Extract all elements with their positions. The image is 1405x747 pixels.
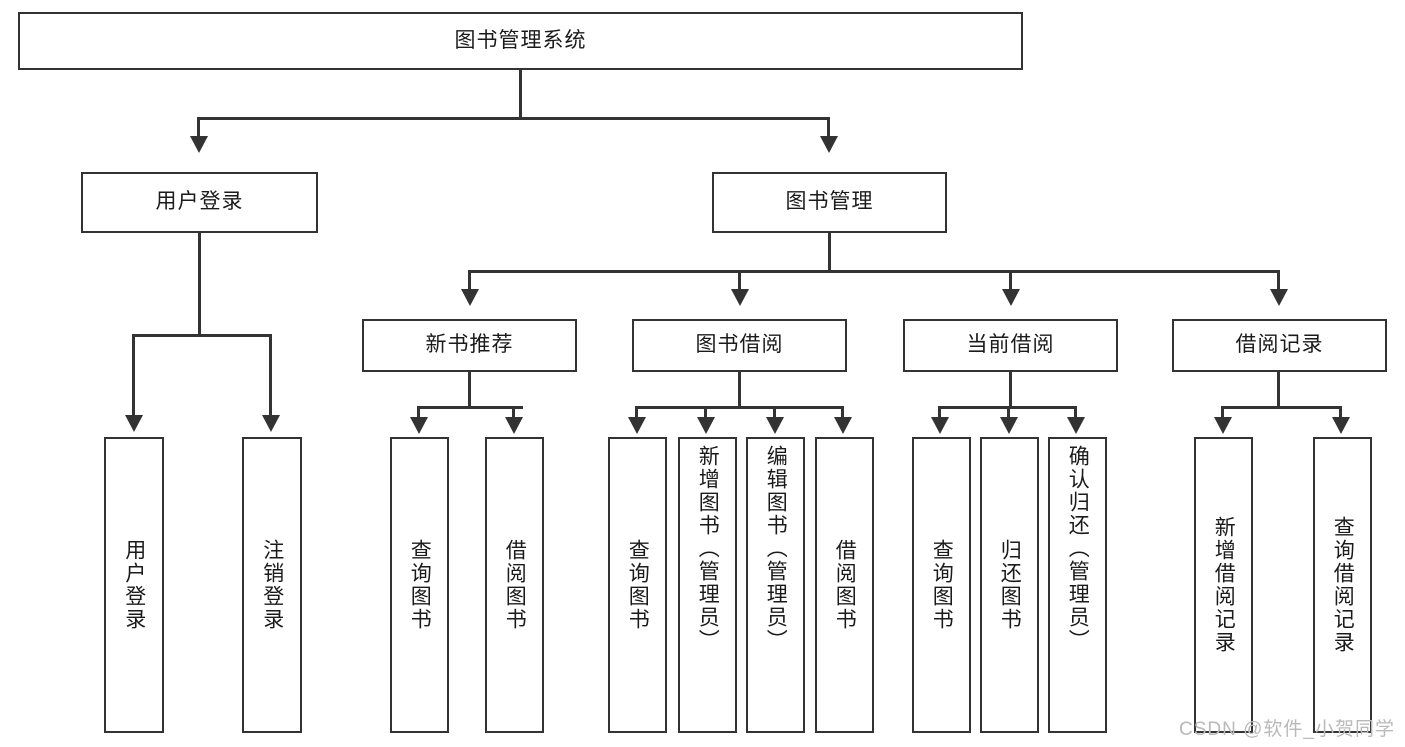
connector-book-borrow-drop-1 — [635, 406, 638, 420]
csdn-watermark: CSDN @软件_小贺同学 — [1179, 719, 1395, 740]
connector-borrow-record-drop-1 — [1221, 406, 1224, 420]
connector-new-book-drop-1 — [417, 406, 420, 420]
arrowhead-leaf-12 — [1214, 417, 1232, 434]
node-book-management[interactable]: 图书管理 — [712, 172, 947, 233]
node-label: 图书管理系统 — [454, 28, 587, 52]
connector-borrow-record-stem — [1277, 372, 1280, 408]
arrowhead-leaf-13 — [1332, 417, 1350, 434]
node-label: 新书推荐 — [425, 333, 514, 357]
arrowhead-to-current-borrow — [1002, 289, 1020, 306]
connector-new-book-bus — [417, 406, 523, 409]
node-label: 编辑图书（管理员） — [764, 445, 788, 652]
connector-level3-drop-3 — [1009, 270, 1012, 292]
leaf-borrow-book-recommend[interactable]: 借阅图书 — [485, 437, 544, 733]
connector-level3-bus — [468, 270, 1280, 273]
leaf-confirm-return-admin[interactable]: 确认归还（管理员） — [1048, 437, 1107, 733]
connector-book-borrow-stem — [738, 372, 741, 408]
node-new-book-recommend[interactable]: 新书推荐 — [362, 319, 577, 372]
connector-borrow-record-drop-2 — [1339, 406, 1342, 420]
node-label: 当前借阅 — [966, 333, 1055, 357]
connector-level3-drop-4 — [1277, 270, 1280, 292]
node-label: 借阅图书 — [503, 539, 527, 631]
arrowhead-leaf-10 — [1000, 417, 1018, 434]
node-label: 新增借阅记录 — [1212, 516, 1236, 654]
connector-level3-drop-2 — [738, 270, 741, 292]
leaf-user-login[interactable]: 用户登录 — [104, 437, 164, 733]
connector-level2-bus — [197, 117, 830, 120]
connector-current-borrow-stem — [1009, 372, 1012, 408]
connector-new-book-stem — [468, 372, 471, 408]
connector-user-login-stem — [198, 233, 201, 335]
node-label: 查询图书 — [930, 539, 954, 631]
connector-book-borrow-bus — [635, 406, 844, 409]
node-label: 查询借阅记录 — [1331, 516, 1355, 654]
node-user-login[interactable]: 用户登录 — [81, 172, 318, 233]
node-root-library-system[interactable]: 图书管理系统 — [18, 12, 1023, 70]
node-current-borrow[interactable]: 当前借阅 — [903, 319, 1118, 372]
connector-book-management-stem — [828, 233, 831, 272]
connector-user-login-drop-2 — [269, 334, 272, 418]
connector-current-borrow-drop-2 — [1007, 406, 1010, 420]
node-label: 新增图书（管理员） — [696, 445, 720, 652]
connector-user-login-bus — [132, 334, 269, 337]
node-label: 归还图书 — [998, 539, 1022, 631]
connector-book-borrow-drop-2 — [704, 406, 707, 420]
connector-borrow-record-bus — [1221, 406, 1342, 409]
arrowhead-leaf-8 — [834, 417, 852, 434]
arrowhead-leaf-3 — [410, 417, 428, 434]
leaf-query-book-borrow[interactable]: 查询图书 — [608, 437, 667, 733]
node-borrow-record[interactable]: 借阅记录 — [1172, 319, 1387, 372]
connector-new-book-drop-2 — [512, 406, 515, 420]
arrowhead-to-book-borrow — [731, 289, 749, 306]
node-label: 图书借阅 — [695, 333, 784, 357]
arrowhead-leaf-11 — [1067, 417, 1085, 434]
leaf-query-book-recommend[interactable]: 查询图书 — [390, 437, 449, 733]
connector-level2-drop-2 — [827, 117, 830, 139]
leaf-add-book-admin[interactable]: 新增图书（管理员） — [678, 437, 737, 733]
arrowhead-leaf-7 — [766, 417, 784, 434]
arrowhead-to-borrow-record — [1270, 289, 1288, 306]
arrowhead-leaf-6 — [697, 417, 715, 434]
arrowhead-leaf-4 — [505, 417, 523, 434]
node-label: 用户登录 — [122, 539, 146, 631]
arrowhead-leaf-2 — [262, 415, 280, 432]
connector-current-borrow-drop-3 — [1074, 406, 1077, 420]
leaf-edit-book-admin[interactable]: 编辑图书（管理员） — [746, 437, 805, 733]
connector-book-borrow-drop-3 — [773, 406, 776, 420]
leaf-query-borrow-record[interactable]: 查询借阅记录 — [1313, 437, 1372, 733]
arrowhead-leaf-1 — [125, 415, 143, 432]
connector-book-borrow-drop-4 — [841, 406, 844, 420]
connector-current-borrow-drop-1 — [938, 406, 941, 420]
connector-level2-drop-1 — [197, 117, 200, 139]
node-label: 借阅记录 — [1235, 333, 1324, 357]
leaf-query-book-current[interactable]: 查询图书 — [912, 437, 971, 733]
arrowhead-to-book-management — [820, 136, 838, 153]
connector-user-login-drop-1 — [132, 334, 135, 418]
node-label: 查询图书 — [408, 539, 432, 631]
arrowhead-to-user-login — [190, 136, 208, 153]
node-label: 图书管理 — [785, 190, 874, 214]
node-label: 借阅图书 — [833, 539, 857, 631]
leaf-add-borrow-record[interactable]: 新增借阅记录 — [1194, 437, 1253, 733]
leaf-return-book[interactable]: 归还图书 — [980, 437, 1039, 733]
node-label: 注销登录 — [260, 539, 284, 631]
node-label: 确认归还（管理员） — [1066, 445, 1090, 652]
connector-level3-drop-1 — [468, 270, 471, 292]
leaf-logout[interactable]: 注销登录 — [242, 437, 302, 733]
connector-root-stem — [519, 70, 522, 117]
node-label: 用户登录 — [155, 190, 244, 214]
node-book-borrow[interactable]: 图书借阅 — [632, 319, 847, 372]
arrowhead-leaf-5 — [628, 417, 646, 434]
arrowhead-leaf-9 — [931, 417, 949, 434]
leaf-borrow-book[interactable]: 借阅图书 — [815, 437, 874, 733]
node-label: 查询图书 — [626, 539, 650, 631]
arrowhead-to-new-book-recommend — [461, 289, 479, 306]
